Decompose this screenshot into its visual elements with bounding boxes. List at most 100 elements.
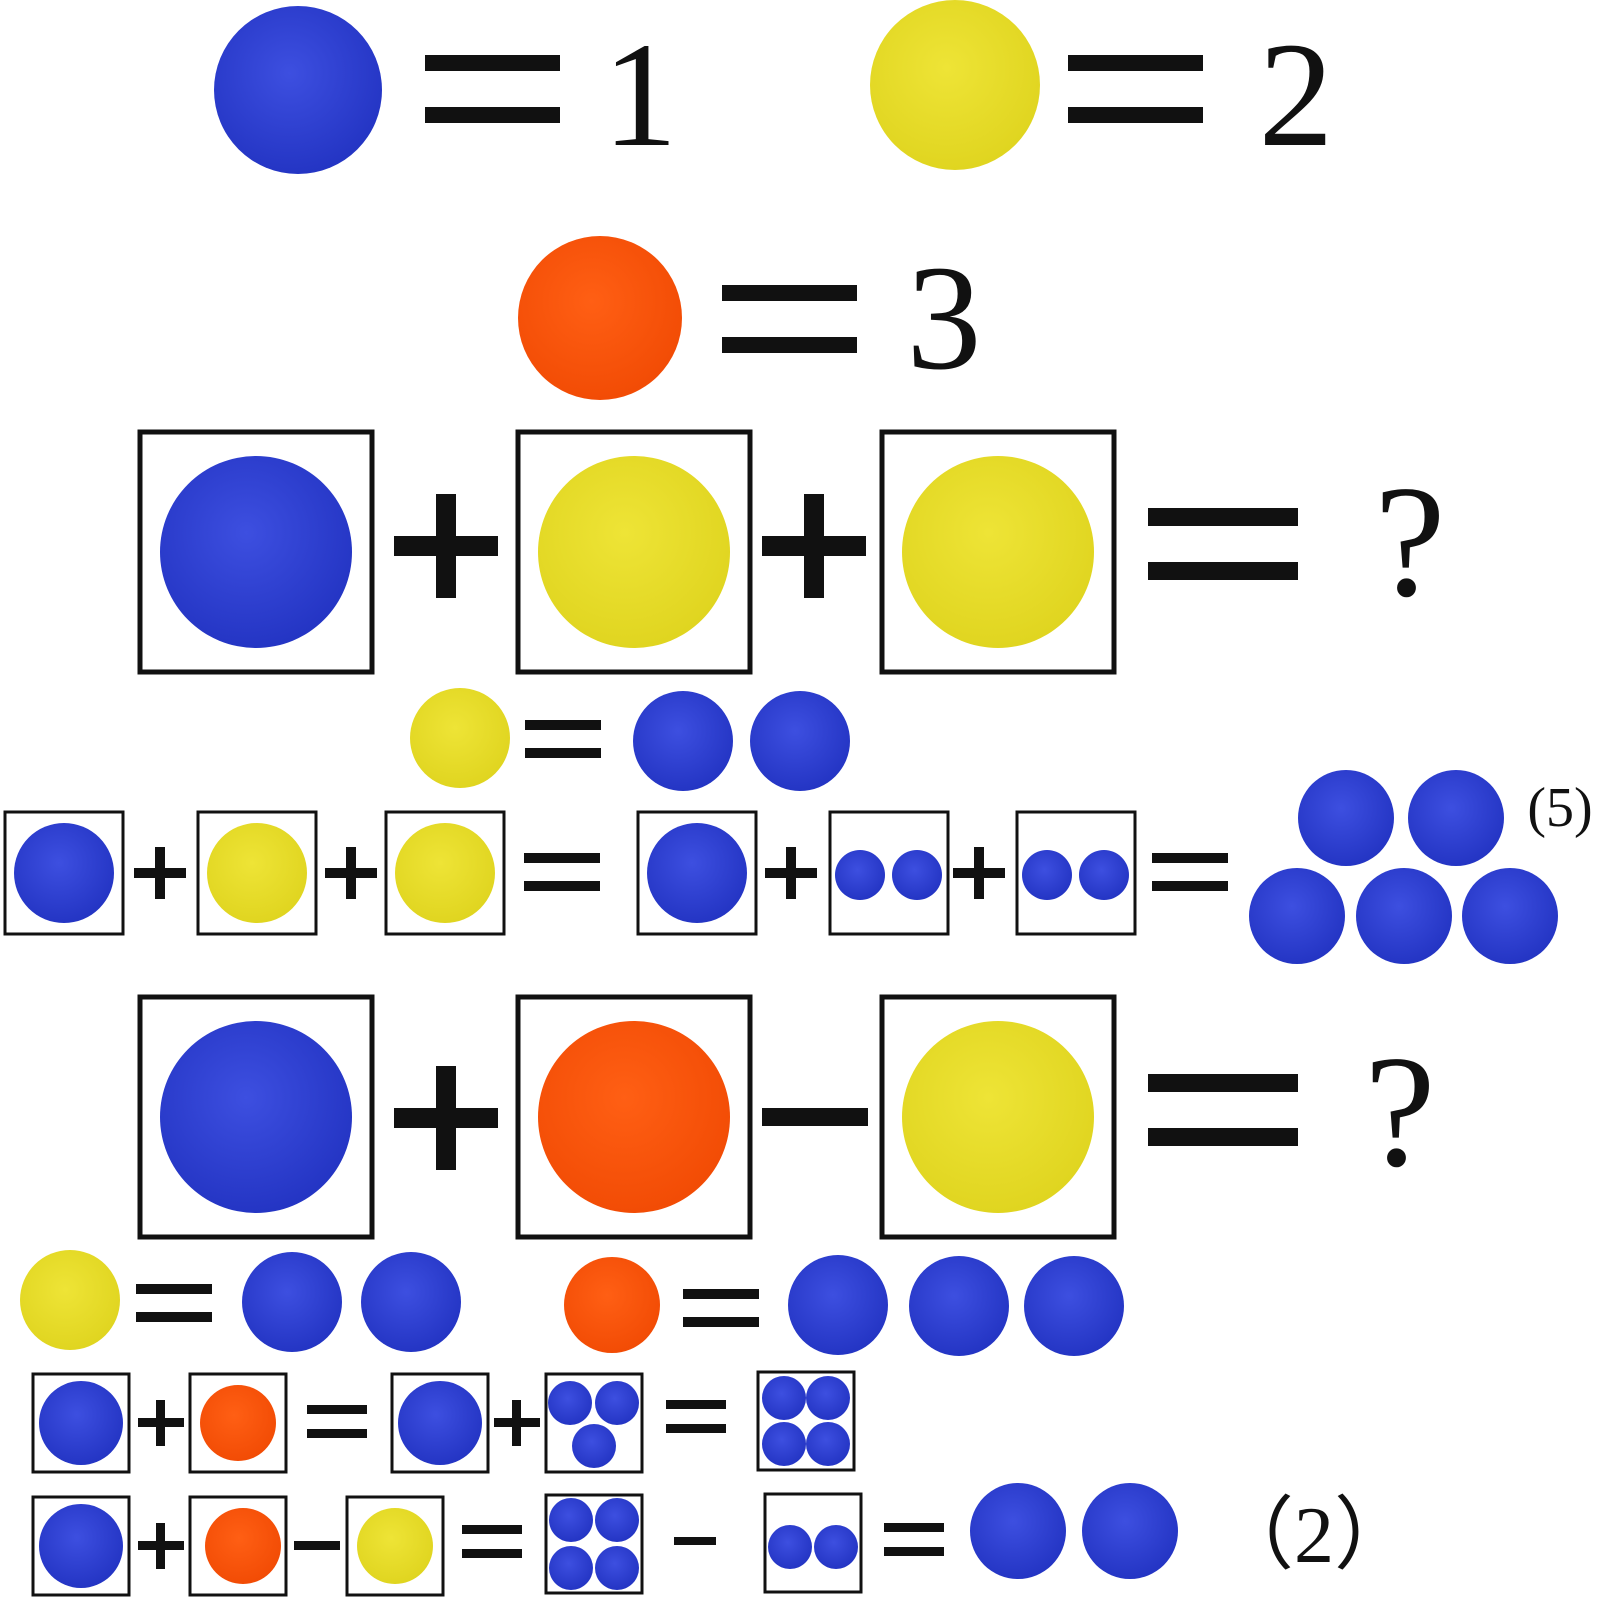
coin-box: [515, 429, 753, 675]
problem-1-hint: [410, 688, 850, 791]
blue-coin: [398, 1381, 482, 1465]
yellow-coin: [870, 0, 1040, 170]
problem-2: ?: [20, 994, 1436, 1597]
blue-value: 1: [603, 12, 678, 178]
coin-box: [515, 994, 753, 1240]
plus-sign: [138, 1400, 184, 1446]
equals-sign: [722, 285, 857, 353]
blue-coin: [39, 1381, 123, 1465]
orange-value: 3: [907, 235, 982, 401]
yellow-coin: [357, 1508, 433, 1584]
plus-sign: [765, 847, 817, 899]
equals-sign: [425, 55, 560, 123]
yellow-coin: [410, 688, 510, 788]
yellow-coin: [20, 1250, 120, 1350]
equals-sign: [1148, 1074, 1298, 1146]
coin-box: [879, 994, 1117, 1240]
coin-box: [756, 1370, 856, 1472]
blue-coin: [647, 823, 747, 923]
blue-coin: [970, 1483, 1066, 1579]
orange-coin: [200, 1385, 276, 1461]
blue-coin: [835, 850, 885, 900]
equals-sign: [524, 853, 600, 891]
plus-sign: [394, 494, 498, 598]
blue-coin: [1462, 868, 1558, 964]
blue-coin: [806, 1376, 850, 1420]
blue-coin: [572, 1424, 616, 1468]
plus-sign: [494, 1400, 540, 1446]
question-mark: ?: [1374, 452, 1445, 630]
equals-sign: [1068, 55, 1203, 123]
blue-coin: [806, 1422, 850, 1466]
coin-box: [196, 810, 318, 936]
equals-sign: [683, 1289, 759, 1327]
question-mark: ?: [1364, 1022, 1435, 1200]
coin-box: [544, 1493, 644, 1595]
blue-coin: [1249, 868, 1345, 964]
blue-coin: [242, 1252, 342, 1352]
yellow-coin: [207, 823, 307, 923]
blue-coin: [595, 1498, 639, 1542]
blue-coin: [762, 1422, 806, 1466]
blue-coin: [1082, 1483, 1178, 1579]
minus-sign: [762, 1108, 868, 1126]
coin-box: [828, 810, 950, 936]
plus-sign: [953, 847, 1005, 899]
blue-coin: [1024, 1256, 1124, 1356]
blue-coin: [750, 691, 850, 791]
blue-coin: [549, 1546, 593, 1590]
coin-box: [3, 810, 125, 936]
orange-coin: [564, 1257, 660, 1353]
blue-coin: [633, 691, 733, 791]
problem-2-step-1: [31, 1370, 856, 1474]
blue-coin: [768, 1525, 812, 1569]
problem-2-step-2: （2）: [31, 1483, 1414, 1597]
plus-sign: [138, 1523, 184, 1569]
orange-coin: [518, 236, 682, 400]
coin-box: [137, 429, 375, 675]
yellow-coin: [902, 1021, 1094, 1213]
blue-coin: [595, 1546, 639, 1590]
blue-coin: [1022, 850, 1072, 900]
coin-box: [188, 1372, 288, 1474]
minus-sign: [674, 1537, 716, 1545]
yellow-coin: [902, 456, 1094, 648]
minus-sign: [294, 1541, 340, 1550]
equals-sign: [666, 1400, 726, 1433]
plus-sign: [762, 494, 866, 598]
blue-coin: [160, 456, 352, 648]
coin-box: [31, 1372, 131, 1474]
equals-sign: [307, 1405, 367, 1438]
plus-sign: [134, 847, 186, 899]
blue-coin: [39, 1504, 123, 1588]
coin-box: [763, 1492, 863, 1594]
yellow-value: 2: [1259, 12, 1334, 178]
blue-coin: [1298, 770, 1394, 866]
coin-box: [345, 1495, 445, 1597]
legend-orange: 3: [518, 235, 982, 401]
coin-box: [879, 429, 1117, 675]
equals-sign: [1152, 853, 1228, 891]
coin-box: [1015, 810, 1137, 936]
blue-coin: [214, 6, 382, 174]
result-coins: [1249, 770, 1558, 964]
coin-box: [137, 994, 375, 1240]
equals-sign: [884, 1523, 944, 1556]
blue-coin: [361, 1252, 461, 1352]
coin-box: [544, 1372, 644, 1474]
coin-box: [636, 810, 758, 936]
legend-blue: 1: [214, 6, 678, 178]
problem-1-expression: ?: [137, 429, 1446, 675]
equals-sign: [1148, 508, 1298, 580]
coin-box: [188, 1495, 288, 1597]
blue-coin: [1408, 770, 1504, 866]
blue-coin: [762, 1376, 806, 1420]
legend: 1 2 3: [214, 0, 1334, 401]
equals-sign: [525, 720, 601, 758]
problem-1-substitution: (5): [3, 770, 1593, 964]
equals-sign: [136, 1284, 212, 1322]
orange-coin: [205, 1508, 281, 1584]
blue-coin: [788, 1255, 888, 1355]
plus-sign: [394, 1066, 498, 1170]
